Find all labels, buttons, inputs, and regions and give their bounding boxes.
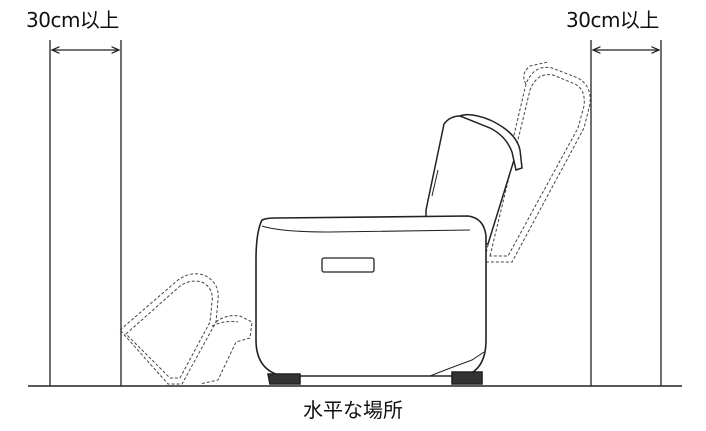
extended-footrest-outline [119,273,253,385]
right-clearance-label: 30cm以上 [566,8,659,32]
chair-foot-rear [451,371,483,385]
floor-caption: 水平な場所 [303,398,403,422]
chair-foot-front [267,373,301,385]
reclined-backrest-outline [483,61,591,263]
backrest [425,113,523,245]
left-clearance-label: 30cm以上 [26,8,119,32]
chair-body [255,215,487,385]
side-handle [321,257,375,273]
